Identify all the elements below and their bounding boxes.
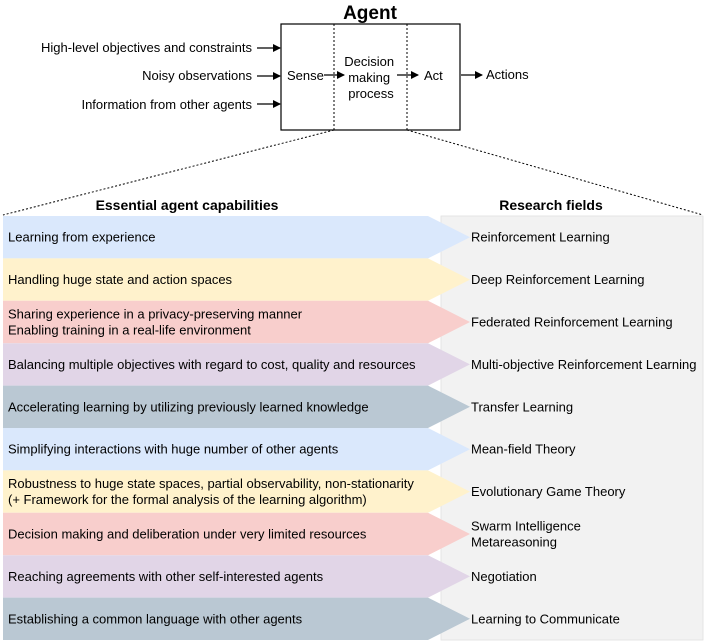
research-field-text: Reinforcement Learning (471, 230, 610, 245)
capability-text: Reaching agreements with other self-inte… (8, 569, 324, 584)
capability-row: Robustness to huge state spaces, partial… (3, 470, 626, 513)
capability-row: Decision making and deliberation under v… (3, 512, 581, 556)
research-field-text: Mean-field Theory (471, 442, 576, 457)
research-field-line: Learning to Communicate (471, 611, 620, 626)
research-field-line: Negotiation (471, 569, 537, 584)
input-label-objectives: High-level objectives and constraints (41, 40, 252, 55)
zoom-line-right (406, 129, 704, 216)
capability-line: Handling huge state and action spaces (8, 272, 233, 287)
research-field-text: Transfer Learning (471, 399, 573, 414)
research-field-line: Evolutionary Game Theory (471, 484, 626, 499)
research-field-text: Federated Reinforcement Learning (471, 315, 673, 330)
capability-line: Balancing multiple objectives with regar… (8, 357, 416, 372)
capability-line: Simplifying interactions with huge numbe… (8, 442, 339, 457)
capability-row: Establishing a common language with othe… (3, 597, 620, 640)
research-field-text: Learning to Communicate (471, 611, 620, 626)
agent-box (280, 23, 461, 131)
capability-line: Sharing experience in a privacy-preservi… (8, 307, 303, 322)
capability-line: (+ Framework for the formal analysis of … (8, 492, 367, 507)
capability-row: Learning from experience Reinforcement Le… (3, 216, 610, 259)
fields-header: Research fields (499, 197, 603, 213)
capability-text: Robustness to huge state spaces, partial… (8, 476, 414, 507)
capability-arrow (3, 555, 470, 598)
capability-text: Simplifying interactions with huge numbe… (8, 442, 339, 457)
stage-decision-line-2: making (348, 70, 390, 85)
research-field-text: Evolutionary Game Theory (471, 484, 626, 499)
capability-line: Enabling training in a real-life environ… (8, 323, 251, 338)
capability-arrow (3, 512, 470, 556)
research-field-line: Federated Reinforcement Learning (471, 315, 673, 330)
stage-decision-line-3: process (348, 86, 394, 101)
capability-line: Accelerating learning by utilizing previ… (8, 399, 369, 414)
capability-line: Establishing a common language with othe… (8, 611, 303, 626)
research-field-text: Deep Reinforcement Learning (471, 272, 644, 287)
capability-line: Reaching agreements with other self-inte… (8, 569, 324, 584)
research-field-line: Mean-field Theory (471, 442, 576, 457)
capability-arrow (3, 300, 470, 344)
capability-arrow (3, 470, 470, 513)
capability-row: Balancing multiple objectives with regar… (3, 343, 696, 386)
research-field-text: Multi-objective Reinforcement Learning (471, 357, 696, 372)
research-field-line: Metareasoning (471, 535, 557, 550)
research-fields-panel (440, 215, 704, 641)
capability-text: Establishing a common language with othe… (8, 611, 303, 626)
research-field-line: Transfer Learning (471, 399, 573, 414)
research-field-text: Negotiation (471, 569, 537, 584)
agent-title: Agent (343, 3, 398, 24)
capability-text: Decision making and deliberation under v… (8, 527, 367, 542)
capability-line: Learning from experience (8, 230, 155, 245)
capability-arrow (3, 343, 470, 386)
capability-arrow (3, 597, 470, 640)
capability-line: Decision making and deliberation under v… (8, 527, 367, 542)
capability-text: Balancing multiple objectives with regar… (8, 357, 416, 372)
capability-row: Simplifying interactions with huge numbe… (3, 428, 576, 471)
stage-decision: Decision making process (344, 54, 397, 101)
zoom-line-left (2, 129, 335, 216)
capability-row: Accelerating learning by utilizing previ… (3, 385, 573, 428)
capability-row: Handling huge state and action spaces Dee… (3, 258, 644, 301)
capability-row: Sharing experience in a privacy-preservi… (3, 300, 673, 344)
input-label-other-agents: Information from other agents (81, 97, 252, 112)
capability-text: Accelerating learning by utilizing previ… (8, 399, 369, 414)
capability-arrow (3, 428, 470, 471)
capabilities-header: Essential agent capabilities (96, 197, 279, 213)
stage-act: Act (424, 68, 443, 83)
capability-arrow (3, 385, 470, 428)
output-label: Actions (486, 67, 529, 82)
research-field-line: Deep Reinforcement Learning (471, 272, 644, 287)
capability-text: Handling huge state and action spaces (8, 272, 233, 287)
capability-row: Reaching agreements with other self-inte… (3, 555, 537, 598)
capability-text: Sharing experience in a privacy-preservi… (8, 307, 303, 338)
research-field-line: Multi-objective Reinforcement Learning (471, 357, 696, 372)
capability-arrow (3, 258, 470, 301)
stage-sense: Sense (287, 68, 324, 83)
input-label-observations: Noisy observations (142, 68, 252, 83)
capability-rows: Learning from experience Reinforcement Le… (3, 216, 696, 640)
research-field-line: Swarm Intelligence (471, 519, 581, 534)
capability-text: Learning from experience (8, 230, 155, 245)
research-field-line: Reinforcement Learning (471, 230, 610, 245)
stage-decision-line-1: Decision (344, 54, 394, 69)
capability-arrow (3, 216, 470, 259)
capability-line: Robustness to huge state spaces, partial… (8, 476, 414, 491)
